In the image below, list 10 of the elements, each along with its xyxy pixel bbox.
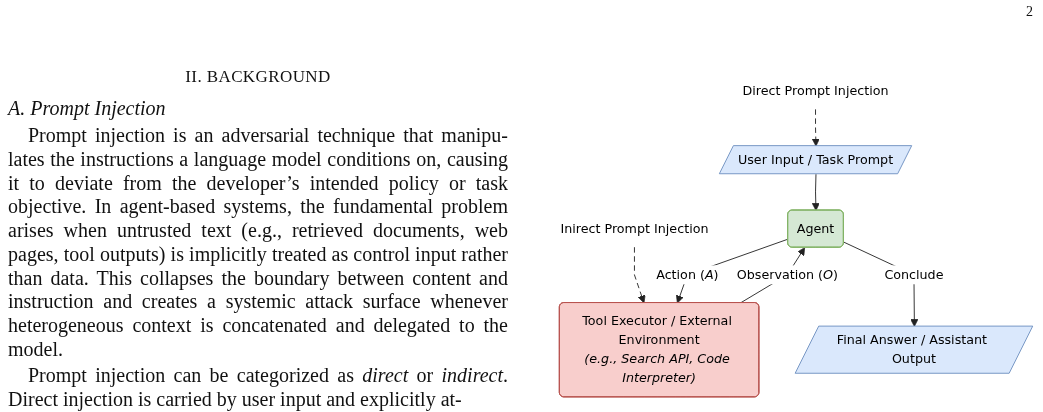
edge-label: Conclude: [884, 267, 944, 282]
paragraph-text: Prompt injection is an adversarial technique that manipu-lates the instructions a language model conditions on, causing it to deviate from the developer’s intended policy or task objective. In agent-based systems, the fundamental problem arises when untrusted text (e.g., retrieved documents, web pages, tool outputs) is implicitly treated as control input rather than data. This collapses the boundary between content and instruction and creates a systemic attack surface whenever heterogeneous context is concatenated and delegated to the model.: [8, 124, 508, 362]
node-text: Direct Prompt Injection: [742, 83, 889, 98]
paragraph-text: Prompt injection can be categorized as direct or indirect. Direct injection is carried by user input and explicitly at-: [8, 364, 508, 412]
edge-label: Observation (O): [736, 267, 838, 282]
node-text: Inirect Prompt Injection: [560, 220, 709, 236]
edge-label: Action (A): [656, 267, 719, 282]
page-number: 2: [1026, 3, 1033, 21]
subsection-heading: A. Prompt Injection: [8, 97, 166, 119]
section-heading: II. BACKGROUND: [184, 66, 332, 88]
